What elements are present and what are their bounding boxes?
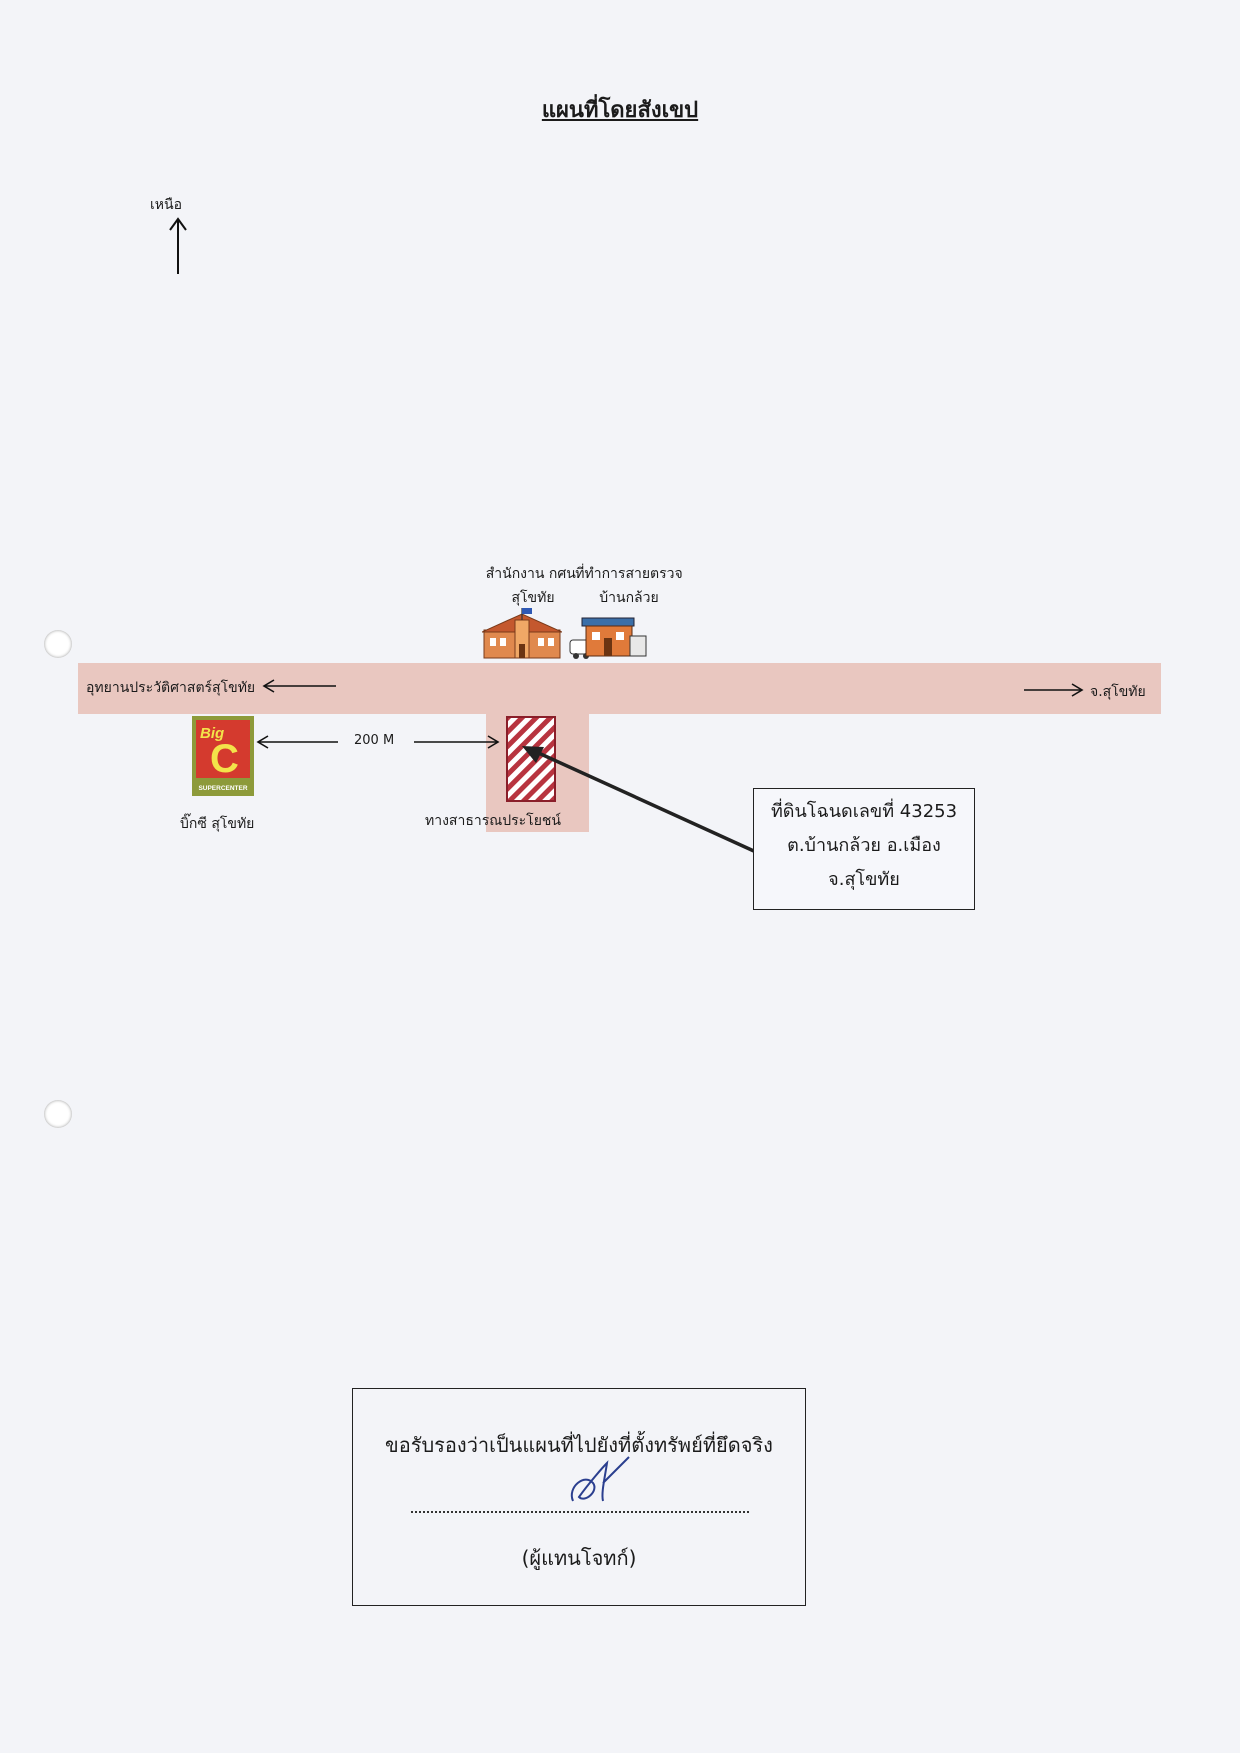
bigc-logo: Big C SUPERCENTER [192, 716, 254, 796]
arrow-left-icon [262, 678, 338, 694]
bigc-logo-letter: C [210, 737, 239, 781]
punch-hole [44, 1100, 72, 1128]
signer-label: (ผู้แทนโจทก์) [521, 1546, 637, 1570]
bigc-logo-word: Big [200, 725, 224, 742]
signature-mark [563, 1453, 633, 1513]
public-way-label: ทางสาธารณประโยชน์ [425, 813, 561, 829]
land-parcel-marker [506, 716, 556, 802]
bigc-logo-sub: SUPERCENTER [198, 785, 247, 792]
north-arrow-icon [168, 216, 188, 276]
callout-line2: ต.บ้านกล้วย อ.เมือง [787, 835, 941, 856]
distance-label: 200 M [354, 733, 395, 748]
certification-statement: ขอรับรองว่าเป็นแผนที่ไปยังที่ตั้งทรัพย์ท… [385, 1433, 773, 1457]
bigc-label: บิ๊กซี สุโขทัย [180, 816, 255, 832]
signature-line [411, 1511, 749, 1513]
distance-arrow-left-icon [256, 734, 340, 750]
inspection-label-line2: บ้านกล้วย [599, 590, 659, 606]
north-label: เหนือ [150, 197, 182, 213]
road-right-label: จ.สุโขทัย [1090, 684, 1146, 700]
distance-arrow-right-icon [412, 734, 500, 750]
office-label-line2: สุโขทัย [511, 590, 555, 606]
page-title: แผนที่โดยสังเขป [541, 98, 699, 123]
certification-box: ขอรับรองว่าเป็นแผนที่ไปยังที่ตั้งทรัพย์ท… [352, 1388, 806, 1606]
arrow-right-icon [1022, 682, 1084, 698]
callout-line1: ที่ดินโฉนดเลขที่ 43253 [770, 801, 958, 822]
office-label-line1: สำนักงาน กศน. [485, 566, 581, 582]
office-label: สำนักงาน กศน. สุโขทัย [478, 562, 588, 610]
callout-pointer-icon [520, 744, 760, 854]
road-left-label: อุทยานประวัติศาสตร์สุโขทัย [86, 680, 256, 696]
inspection-label-line1: ที่ทำการสายตรวจ [575, 566, 683, 582]
police-box-icon [568, 614, 648, 660]
callout-line3: จ.สุโขทัย [828, 869, 900, 890]
land-title-callout: ที่ดินโฉนดเลขที่ 43253 ต.บ้านกล้วย อ.เมื… [753, 788, 975, 910]
punch-hole [44, 630, 72, 658]
school-building-icon [482, 608, 562, 660]
main-road [78, 663, 1161, 714]
inspection-label: ที่ทำการสายตรวจ บ้านกล้วย [574, 562, 684, 610]
